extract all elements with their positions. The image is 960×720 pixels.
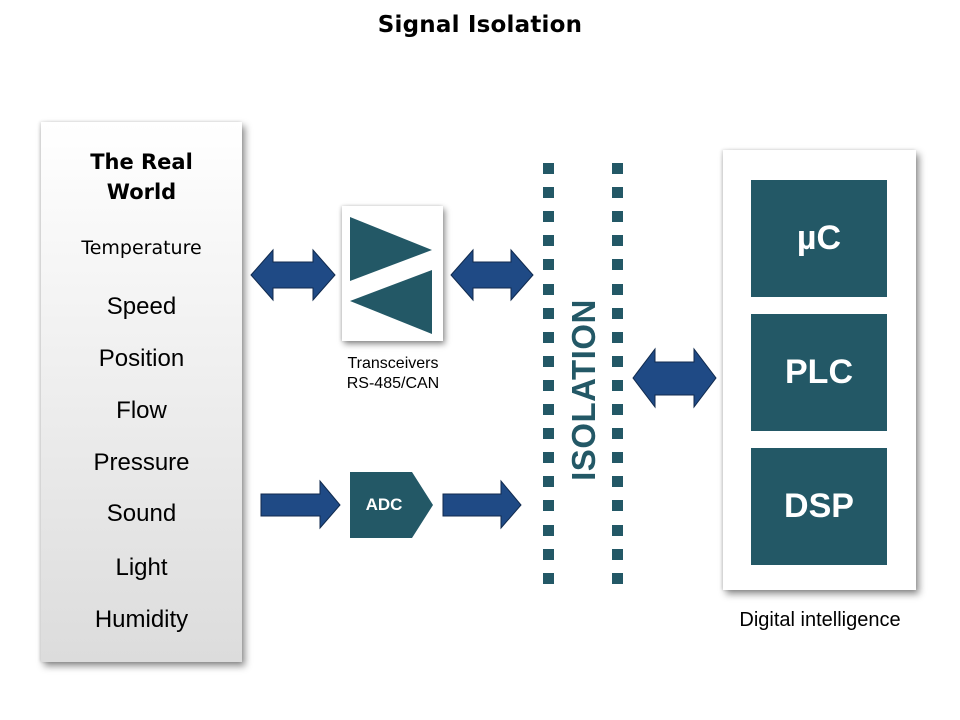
- isolation-dash: [612, 211, 623, 222]
- real-world-item: Position: [98, 345, 185, 372]
- real-world-item: Light: [115, 554, 168, 581]
- isolation-dash: [543, 308, 554, 319]
- real-world-item: Sound: [106, 500, 177, 527]
- right-arrow-icon: [260, 479, 341, 530]
- isolation-dash: [612, 187, 623, 198]
- isolation-label: ISOLATION: [565, 299, 602, 481]
- isolation-dash: [612, 573, 623, 584]
- isolation-dash: [543, 476, 554, 487]
- real-world-item: Humidity: [94, 606, 189, 633]
- isolation-dash: [543, 428, 554, 439]
- bidirectional-arrow-icon: [632, 347, 717, 409]
- transceiver-caption-line1: Transceivers: [347, 355, 439, 372]
- transceiver-block: [342, 206, 443, 341]
- isolation-dash: [612, 308, 623, 319]
- isolation-dash: [612, 163, 623, 174]
- real-world-item: Speed: [106, 293, 177, 320]
- isolation-dash: [543, 284, 554, 295]
- isolation-dash: [612, 428, 623, 439]
- transceiver-caption-line2: RS-485/CAN: [346, 375, 440, 392]
- isolation-dash: [612, 332, 623, 343]
- isolation-dash: [543, 187, 554, 198]
- bidirectional-arrow-icon: [250, 248, 336, 302]
- isolation-dash: [543, 356, 554, 367]
- real-world-heading-line1: The Real: [90, 150, 193, 174]
- isolation-dash: [543, 163, 554, 174]
- receive-triangle: [350, 270, 432, 334]
- processor-block-uc: µC: [751, 180, 887, 297]
- isolation-dash: [543, 549, 554, 560]
- real-world-heading-line2: World: [106, 180, 177, 204]
- real-world-panel: The Real World Temperature Speed Positio…: [41, 122, 242, 662]
- isolation-dash: [543, 332, 554, 343]
- isolation-dash: [612, 259, 623, 270]
- isolation-dash: [543, 500, 554, 511]
- real-world-item: Pressure: [93, 449, 190, 476]
- isolation-dash: [612, 549, 623, 560]
- isolation-dash: [612, 235, 623, 246]
- real-world-item: Flow: [116, 397, 167, 424]
- isolation-dash: [612, 356, 623, 367]
- right-arrow-icon: [442, 479, 522, 530]
- isolation-dash: [543, 525, 554, 536]
- transmit-triangle: [350, 217, 432, 281]
- isolation-dash: [543, 211, 554, 222]
- real-world-temperature: Temperature: [81, 237, 202, 259]
- isolation-dash: [612, 476, 623, 487]
- processor-block-plc: PLC: [751, 314, 887, 431]
- transceiver-triangles-icon: [350, 217, 432, 334]
- page-title: Signal Isolation: [377, 12, 583, 38]
- isolation-dash: [612, 452, 623, 463]
- adc-block: [350, 472, 433, 538]
- isolation-dash: [612, 500, 623, 511]
- processor-block-dsp: DSP: [751, 448, 887, 565]
- adc-label: ADC: [365, 495, 403, 514]
- isolation-dash: [543, 452, 554, 463]
- transceiver-caption: Transceivers RS-485/CAN: [318, 354, 468, 394]
- isolation-dash: [543, 235, 554, 246]
- isolation-barrier-right: [612, 163, 623, 584]
- isolation-dash: [543, 380, 554, 391]
- isolation-barrier-left: [543, 163, 554, 584]
- isolation-dash: [543, 404, 554, 415]
- isolation-dash: [612, 380, 623, 391]
- digital-intelligence-caption: Digital intelligence: [739, 609, 901, 631]
- isolation-dash: [612, 404, 623, 415]
- bidirectional-arrow-icon: [450, 248, 534, 302]
- isolation-dash: [543, 573, 554, 584]
- real-world-heading: The Real World: [41, 147, 242, 207]
- isolation-dash: [543, 259, 554, 270]
- digital-intelligence-panel: µC PLC DSP: [723, 150, 916, 590]
- isolation-dash: [612, 284, 623, 295]
- isolation-dash: [612, 525, 623, 536]
